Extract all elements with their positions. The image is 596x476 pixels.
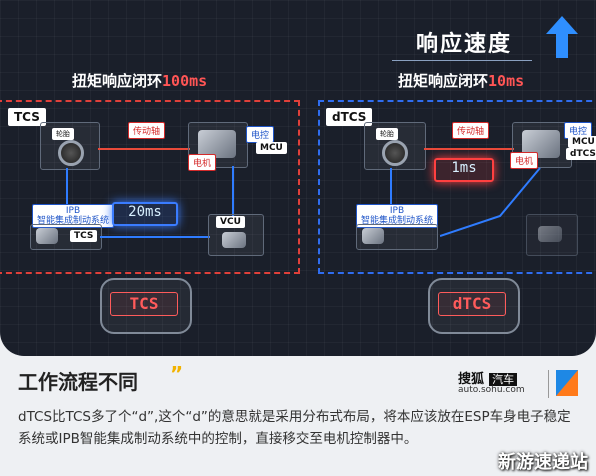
left-motor-icon <box>198 130 236 158</box>
left-motor-label: 电机 <box>188 154 217 171</box>
dtcs-chip-label: dTCS <box>438 292 506 316</box>
left-wheel-label: 轮胎 <box>52 128 74 140</box>
left-wheel-icon <box>58 140 84 166</box>
tcs-chip-label: TCS <box>110 292 178 316</box>
right-mcu-label: MCU <box>568 136 596 148</box>
right-motor-label: 电机 <box>510 152 539 169</box>
right-ipb-icon <box>362 228 384 244</box>
section-heading: 工作流程不同 <box>18 370 138 394</box>
speed-title: 响应速度 <box>416 32 513 57</box>
left-ipb-label-2: 智能集成制动系统 <box>37 216 110 226</box>
sohu-logo: 搜狐 汽车 auto.sohu.com <box>458 368 578 400</box>
right-shaft-line <box>424 148 514 150</box>
tcs-tag: TCS <box>8 108 46 126</box>
dtcs-chip <box>428 278 520 334</box>
right-ipb-label-1: IPB <box>389 206 405 216</box>
right-wheel-icon <box>382 140 408 166</box>
sohu-logo-top: 搜狐 汽车 <box>458 368 518 387</box>
left-control-label: 电控 <box>246 126 275 143</box>
tcs-chip <box>100 278 192 334</box>
tcs-frame <box>0 100 300 274</box>
sohu-brand-icon <box>556 370 578 396</box>
right-wheel-label: 轮胎 <box>376 128 398 140</box>
right-loop-title: 扭矩响应闭环10ms <box>398 70 524 91</box>
left-loop-title: 扭矩响应闭环100ms <box>72 70 207 91</box>
right-shaft-label: 传动轴 <box>452 122 490 139</box>
right-vcu-icon <box>538 226 562 242</box>
right-vcu-box <box>526 214 578 256</box>
right-latency-box: 1ms <box>434 158 494 182</box>
left-ipb-icon <box>36 228 58 244</box>
dtcs-tag: dTCS <box>326 108 373 126</box>
left-mcu-label: MCU <box>256 142 287 154</box>
left-ipb-vcu-line <box>100 236 210 238</box>
right-motor-ipb-line <box>440 167 541 237</box>
sohu-logo-cn: 搜狐 <box>458 372 485 387</box>
dtcs-frame <box>318 100 596 274</box>
left-vcu-label: VCU <box>216 216 245 228</box>
right-dtcs-small-label: dTCS <box>566 148 596 160</box>
left-ipb-label-1: IPB <box>65 206 81 216</box>
left-tcs-small-label: TCS <box>70 230 98 242</box>
sohu-logo-url: auto.sohu.com <box>458 385 525 395</box>
sohu-logo-badge: 汽车 <box>489 373 518 386</box>
logo-divider <box>548 370 549 398</box>
left-shaft-line <box>98 148 190 150</box>
title-underline <box>392 60 532 61</box>
left-loop-prefix: 扭矩响应闭环 <box>72 72 163 90</box>
left-vcu-icon <box>222 232 246 248</box>
article-paragraph: dTCS比TCS多了个“d”,这个“d”的意思就是采用分布式布局，将本应该放在E… <box>18 409 571 447</box>
watermark: 新游速递站 <box>498 452 588 473</box>
right-wheel-ipb-line <box>390 168 392 206</box>
left-motor-vcu-line <box>232 166 234 216</box>
diagram-panel: 响应速度 扭矩响应闭环100ms 扭矩响应闭环10ms TCS 轮胎 传动轴 电… <box>0 0 596 356</box>
left-shaft-label: 传动轴 <box>128 122 166 139</box>
up-arrow-icon <box>546 16 578 58</box>
right-loop-prefix: 扭矩响应闭环 <box>398 72 489 90</box>
right-loop-num: 10ms <box>488 72 525 90</box>
left-loop-num: 100ms <box>162 72 208 90</box>
right-ipb-label-2: 智能集成制动系统 <box>361 216 434 226</box>
left-wheel-ipb-line <box>66 168 68 206</box>
left-latency-box: 20ms <box>112 202 178 226</box>
quote-mark: ” <box>170 362 184 386</box>
